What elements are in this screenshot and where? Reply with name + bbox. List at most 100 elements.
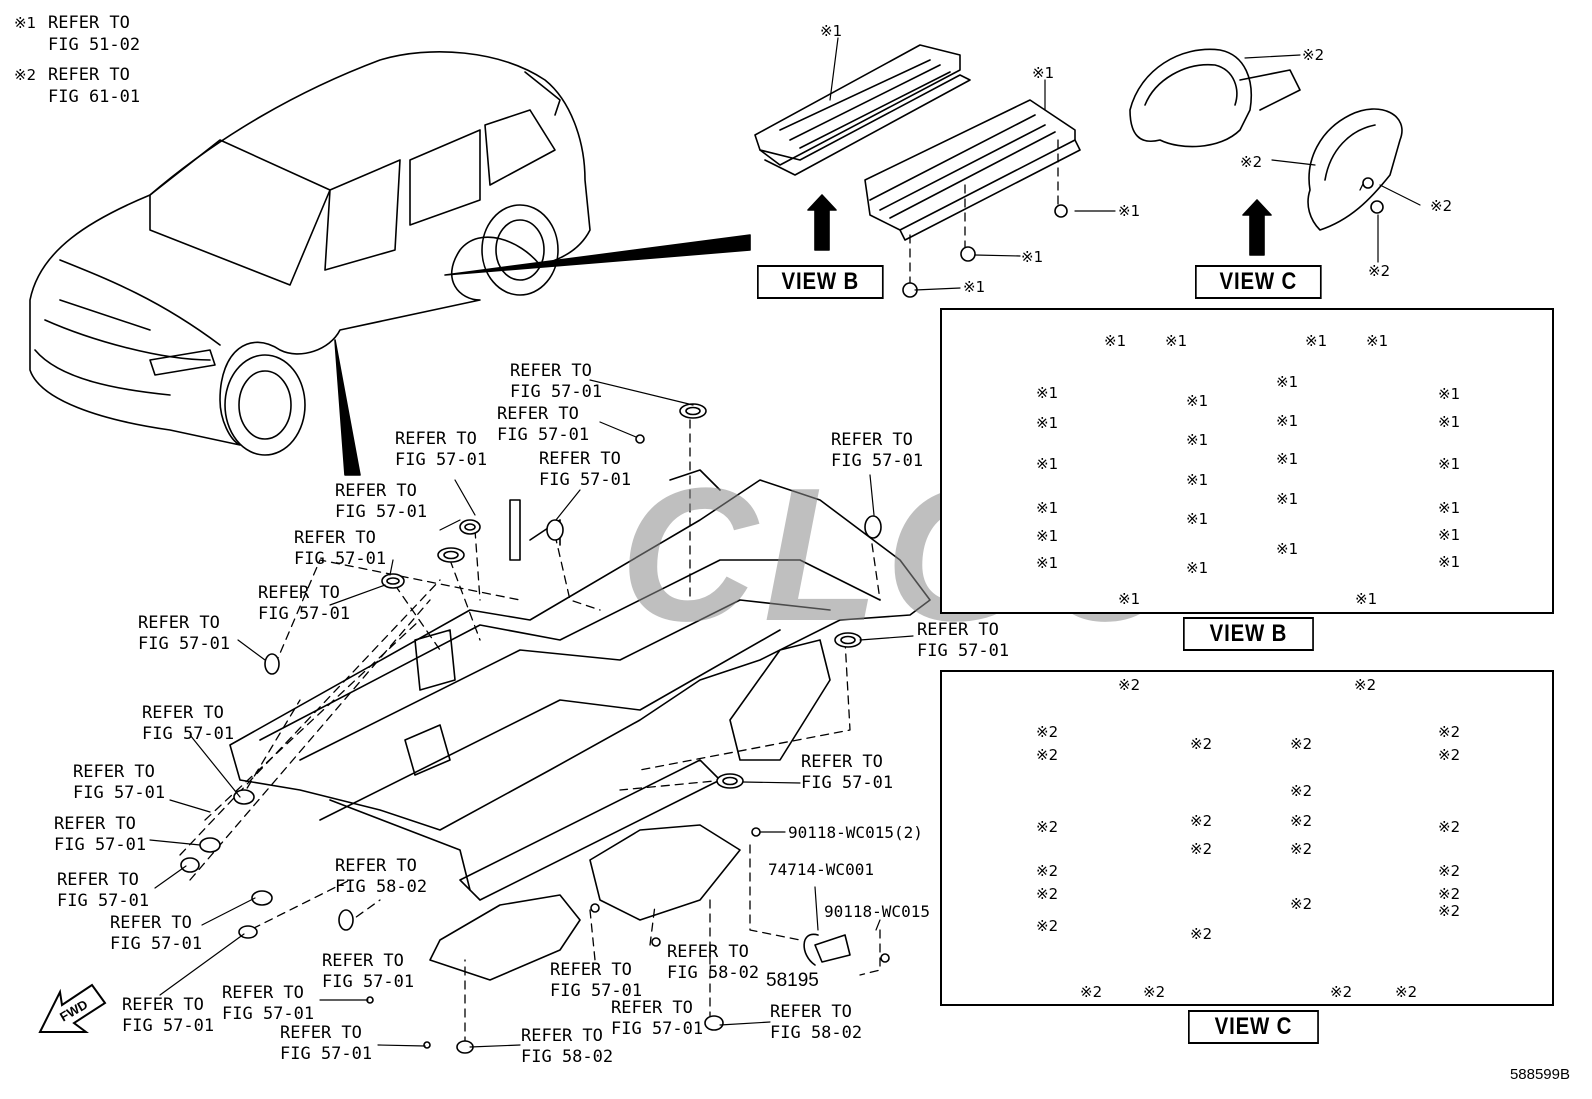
mark-1: ※1	[1438, 526, 1461, 544]
fwd-arrow-icon: FWD	[38, 983, 107, 1033]
mark-1: ※1	[1276, 412, 1299, 430]
view-b-panel-title: VIEW B	[1183, 617, 1314, 651]
mark-2: ※2	[1368, 262, 1391, 280]
mark-2: ※2	[1118, 676, 1141, 694]
part-number: 90118-WC015	[824, 902, 930, 921]
legend-mark-2: ※2	[14, 66, 37, 84]
mark-2: ※2	[1438, 885, 1461, 903]
view-c-tag: VIEW C	[1195, 265, 1322, 299]
mark-1: ※1	[1036, 527, 1059, 545]
mark-2: ※2	[1036, 917, 1059, 935]
mark-2: ※2	[1438, 818, 1461, 836]
mark-2: ※2	[1395, 983, 1418, 1001]
mark-2: ※2	[1240, 153, 1263, 171]
part-number: 74714-WC001	[768, 860, 874, 879]
mark-2: ※2	[1290, 895, 1313, 913]
mark-1: ※1	[1366, 332, 1389, 350]
mark-2: ※2	[1036, 885, 1059, 903]
view-b-tag: VIEW B	[757, 265, 884, 299]
view-b-panel	[940, 308, 1554, 614]
mark-2: ※2	[1438, 862, 1461, 880]
mark-1: ※1	[1438, 553, 1461, 571]
mark-2: ※2	[1190, 925, 1213, 943]
mark-1: ※1	[1021, 248, 1044, 266]
mark-1: ※1	[1186, 559, 1209, 577]
view-c-liners	[1129, 48, 1403, 231]
mark-1: ※1	[1276, 450, 1299, 468]
mark-2: ※2	[1430, 197, 1453, 215]
mark-2: ※2	[1290, 782, 1313, 800]
diagram-code: 588599B	[1509, 1066, 1570, 1083]
mark-1: ※1	[1036, 455, 1059, 473]
mark-1: ※1	[1118, 202, 1141, 220]
view-b-plates	[754, 44, 1081, 241]
mark-1: ※1	[1438, 455, 1461, 473]
mark-1: ※1	[1032, 64, 1055, 82]
mark-1: ※1	[1036, 384, 1059, 402]
mark-2: ※2	[1438, 746, 1461, 764]
mark-2: ※2	[1290, 735, 1313, 753]
mark-2: ※2	[1190, 840, 1213, 858]
mark-2: ※2	[1438, 902, 1461, 920]
mark-1: ※1	[1104, 332, 1127, 350]
mark-1: ※1	[963, 278, 986, 296]
legend-mark-1: ※1	[14, 14, 37, 32]
mark-2: ※2	[1190, 812, 1213, 830]
mark-1: ※1	[1276, 490, 1299, 508]
mark-1: ※1	[1276, 540, 1299, 558]
mark-1: ※1	[1186, 431, 1209, 449]
mark-1: ※1	[1355, 590, 1378, 608]
mark-2: ※2	[1290, 840, 1313, 858]
legend-ref-2: REFER TO FIG 61-01	[48, 65, 141, 107]
mark-2: ※2	[1036, 746, 1059, 764]
mark-1: ※1	[1186, 510, 1209, 528]
mark-1: ※1	[1036, 414, 1059, 432]
mark-1: ※1	[1438, 413, 1461, 431]
view-c-panel	[940, 670, 1554, 1006]
mark-1: ※1	[1186, 392, 1209, 410]
legend-ref-1: REFER TO FIG 51-02	[48, 13, 141, 55]
vehicle-outline	[29, 51, 591, 456]
mark-1: ※1	[1438, 385, 1461, 403]
mark-2: ※2	[1036, 862, 1059, 880]
view-c-panel-title: VIEW C	[1188, 1010, 1319, 1044]
mark-1: ※1	[820, 22, 843, 40]
mark-2: ※2	[1036, 723, 1059, 741]
mark-2: ※2	[1036, 818, 1059, 836]
mark-1: ※1	[1036, 499, 1059, 517]
mark-1: ※1	[1186, 471, 1209, 489]
mark-2: ※2	[1302, 46, 1325, 64]
mark-1: ※1	[1276, 373, 1299, 391]
mark-2: ※2	[1438, 723, 1461, 741]
mark-1: ※1	[1305, 332, 1328, 350]
part-number: 58195	[766, 970, 819, 991]
mark-1: ※1	[1438, 499, 1461, 517]
mark-2: ※2	[1080, 983, 1103, 1001]
mark-2: ※2	[1143, 983, 1166, 1001]
mark-2: ※2	[1190, 735, 1213, 753]
